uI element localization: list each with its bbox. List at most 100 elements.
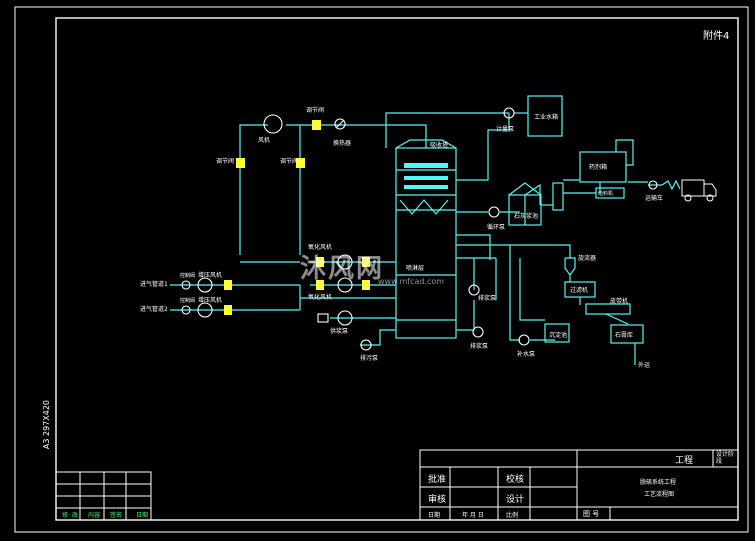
label-tower: 吸收塔 [430,142,449,149]
watermark-brand: 沐风网 [300,254,385,284]
spray-layer-2 [404,176,448,180]
valve-mid [296,158,305,168]
reagent-tank [579,151,627,183]
label-ctrl-2: 控制阀 [180,298,196,304]
label-pump-r3: 补水泵 [517,351,536,358]
title-project: 工程 [675,456,694,466]
valve-top [312,120,321,130]
label-tank-top: 工业水箱 [534,114,559,121]
drain-pump [360,339,372,351]
inner-border [55,17,739,521]
label-fan-2: 增压风机 [198,297,223,304]
title-approve: 批准 [428,475,447,485]
label-gypsum: 石膏库 [615,332,634,339]
label-sprinkler: 喷淋层 [406,265,425,272]
paper-size: A3 297X420 [42,400,51,450]
pump-r2 [472,326,484,338]
watermark-url: www.mfcad.com [378,277,445,286]
fan-main [263,114,283,134]
sheet-number: 附件4 [703,31,730,42]
label-pump-b2: 氧化风机 [308,294,333,301]
pump-water [503,107,515,119]
title-design: 设计 [506,495,525,505]
title-check: 校核 [506,475,525,485]
pipe-top-gas [286,124,427,148]
label-truck: 运输车 [645,195,664,202]
equipment [181,107,658,351]
label-heat-exchanger: 换热器 [333,140,352,147]
label-out: 外运 [638,362,651,369]
process-piping [170,95,681,365]
pump-b1 [337,254,353,270]
absorber-tower [395,147,457,339]
small-box [317,313,329,323]
pipe-left-riser [239,124,268,255]
rev-header-5: 日期 [136,512,149,519]
label-damper-top: 调节阀 [306,107,325,114]
cyclone [564,257,576,277]
label-gas-in-2: 进气管道2 [140,306,168,313]
label-pump-b1: 氧化风机 [308,244,333,251]
pump-r1 [468,284,480,296]
spray-layer-1 [404,163,448,168]
pump-b2 [337,277,353,293]
fan-inlet-2 [197,302,213,318]
pump-r3 [518,334,530,346]
label-tank-right: 药剂箱 [589,164,608,171]
valve-inlet-1 [181,280,191,290]
lime-slurry-tank [508,194,542,226]
label-tank-mid: 石灰浆池 [514,213,539,220]
valves [224,120,370,315]
label-fan-1: 增压风机 [198,272,223,279]
valve-ctrl-2 [224,305,232,315]
title-scale: 比例 [506,512,519,519]
drawing-number-label: 图 号 [583,510,600,518]
label-pump-tank: 计量泵 [496,126,515,133]
rev-header-2: 改 [72,512,79,519]
pipe-drain [360,329,396,346]
revision-table [55,471,152,521]
label-pump-r2: 排浆泵 [470,343,489,350]
truck-valve [648,180,658,190]
drawing-name-2: 工艺流程图 [644,491,675,498]
label-ctrl-1: 控制阀 [180,273,196,279]
label-conveyor: 皮带机 [610,298,629,305]
heat-exchanger-symbol [334,118,346,130]
label-pump-b3: 供浆泵 [330,328,349,335]
gypsum-store [610,324,644,344]
drawing-name-1: 脱硫系统工程 [640,479,677,486]
label-pump-mid: 循环泵 [487,224,506,231]
title-review: 审核 [428,495,447,505]
label-fan: 风机 [258,137,271,144]
rev-header-4: 签名 [110,512,123,519]
label-damper-mid: 调节阀 [280,158,299,165]
outer-border [14,6,749,533]
label-feeder: 给料机 [598,191,614,197]
pump-b3 [337,310,353,326]
sprinkler-layers [404,163,448,189]
valve-inlet-2 [181,305,191,315]
fan-inlet-1 [197,277,213,293]
label-drain: 排污泵 [360,355,379,362]
label-settle: 沉淀池 [549,332,568,339]
title-block [419,449,739,521]
settle-tank [544,323,570,343]
feeder-box [552,182,564,211]
rev-header-3: 内容 [88,512,101,519]
tower-top [395,139,457,149]
label-gas-in-1: 进气管道1 [140,281,168,288]
title-stage: 设计阶段 [716,451,735,465]
title-date-value: 年 月 日 [462,512,484,519]
label-cyclone: 旋流器 [578,255,597,262]
valve-left [236,158,245,168]
rev-header-1: 修 [62,512,69,519]
valve-ctrl-1 [224,280,232,290]
spray-layer-3 [404,185,448,189]
pipe-water-top [385,112,509,148]
conveyor [585,303,631,315]
truck [681,179,717,202]
label-filter: 过滤机 [570,287,589,294]
label-pump-r1: 排浆泵 [478,295,497,302]
label-damper-left: 调节阀 [216,158,235,165]
